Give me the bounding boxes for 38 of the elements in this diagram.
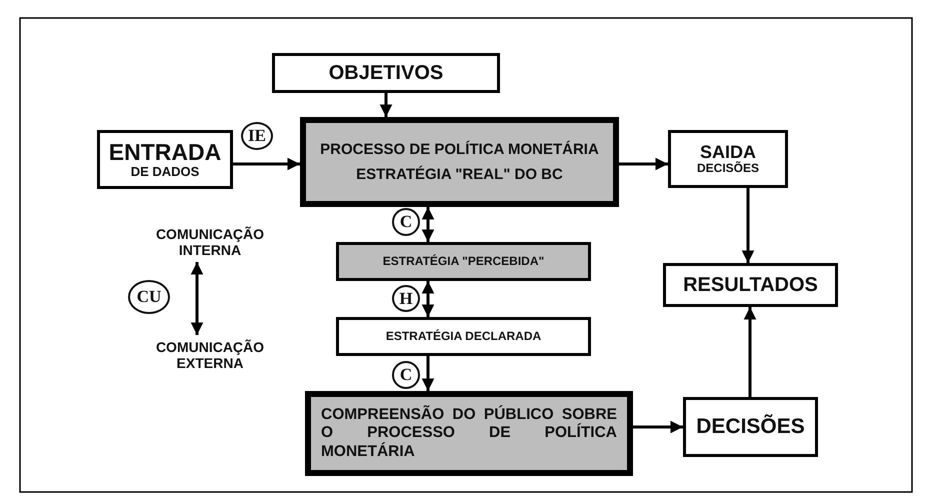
results-box [663,263,838,307]
strategy-box [336,242,591,281]
caption-text: COMUNICAÇÃO INTERNA [154,226,266,258]
box-title: PROCESSO DE POLÍTICA MONETÁRIA [320,140,599,158]
decision-box [683,397,818,457]
arrow [380,93,392,117]
box-subtitle: DECISÕES [696,162,759,176]
arrow [422,356,434,391]
box-title: ESTRATÉGIA "PERCEBIDA" [382,254,544,268]
circled-label: C [392,361,420,389]
process-box [300,117,619,207]
arrow [742,188,754,263]
output-box [668,130,788,188]
arrow [422,207,434,242]
arrow [744,307,756,397]
box-title: ENTRADA [108,138,222,166]
box-title: ESTRATÉGIA DECLARADA [386,330,542,344]
arrow [633,420,683,434]
circled-label: H [392,285,420,312]
box-title: COMPREENSÃO DO PÚBLICO SOBRE O PROCESSO DE POLÍTICA MONETÁRIA [320,406,618,462]
caption-text: COMUNICAÇÃO EXTERNA [154,338,266,372]
box-title: DECISÕES [696,414,805,440]
box-subtitle: ESTRATÉGIA "REAL" DO BC [356,166,563,184]
circled-label: CU [128,280,170,314]
box-title: SAIDA [700,142,756,162]
input-box [97,130,233,189]
understanding-box [305,391,633,476]
box-title: RESULTADOS [683,274,818,296]
box-title: OBJETIVOS [328,62,444,84]
circled-label: C [392,208,420,236]
goal-box [272,53,500,93]
strategy-box [336,317,591,356]
arrow [190,262,204,335]
arrow [233,158,300,170]
circled-label: IE [241,122,273,150]
box-subtitle: DE DADOS [130,165,200,180]
arrow [422,281,434,317]
arrow [619,158,668,170]
